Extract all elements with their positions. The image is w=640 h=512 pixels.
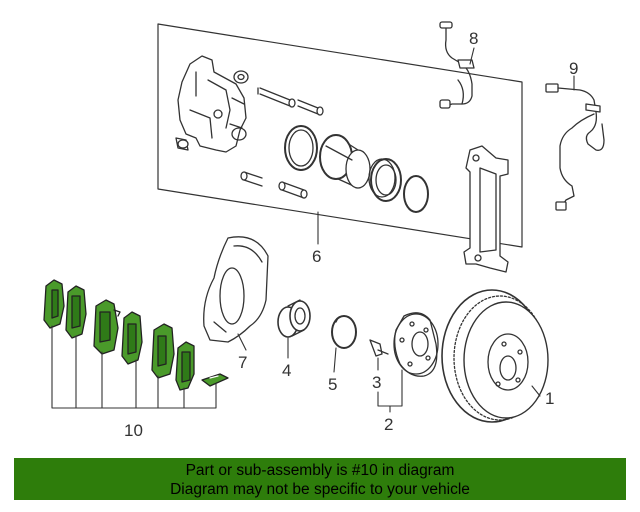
callout-2: 2: [384, 415, 393, 434]
parts-diagram: 1 2 3 4 5 6 7 8 9 10: [43, 21, 605, 440]
caliper-bracket: [463, 145, 509, 273]
info-banner: Part or sub-assembly is #10 in diagram D…: [14, 458, 626, 500]
callout-6: 6: [312, 247, 321, 266]
guide-pin-bolts: [257, 87, 324, 116]
snap-ring: [403, 175, 429, 213]
wheel-stud: [369, 339, 389, 357]
piston: [319, 134, 371, 189]
caliper-body: [175, 55, 247, 153]
callout-8: 8: [469, 29, 478, 48]
callout-1: 1: [545, 389, 554, 408]
callout-labels: 1 2 3 4 5 6 7 8 9 10: [124, 29, 578, 440]
leader-lines: [51, 47, 575, 413]
banner-line-disclaimer: Diagram may not be specific to your vehi…: [170, 481, 470, 498]
pad-hardware-clip: [201, 373, 229, 387]
guide-pins: [240, 171, 308, 199]
callout-7: 7: [238, 353, 247, 372]
brake-rotor: [441, 289, 549, 423]
wheel-hub: [393, 312, 439, 377]
callout-3: 3: [372, 373, 381, 392]
piston-boot: [368, 158, 402, 202]
banner-line-part-info: Part or sub-assembly is #10 in diagram: [185, 462, 455, 479]
bearing-snap-ring: [331, 315, 357, 349]
callout-5: 5: [328, 375, 337, 394]
callout-9: 9: [569, 59, 578, 78]
bleeder-cap: [233, 70, 249, 84]
piston-seal: [284, 125, 318, 171]
wheel-bearing: [277, 299, 311, 338]
splash-shield: [203, 236, 269, 343]
parts-diagram-svg: 1 2 3 4 5 6 7 8 9 10: [43, 21, 605, 440]
brake-pad-set: [43, 279, 229, 391]
brake-hose: [439, 21, 475, 109]
callout-10: 10: [124, 421, 143, 440]
callout-4: 4: [282, 361, 291, 380]
abs-sensor-wire: [545, 83, 605, 211]
